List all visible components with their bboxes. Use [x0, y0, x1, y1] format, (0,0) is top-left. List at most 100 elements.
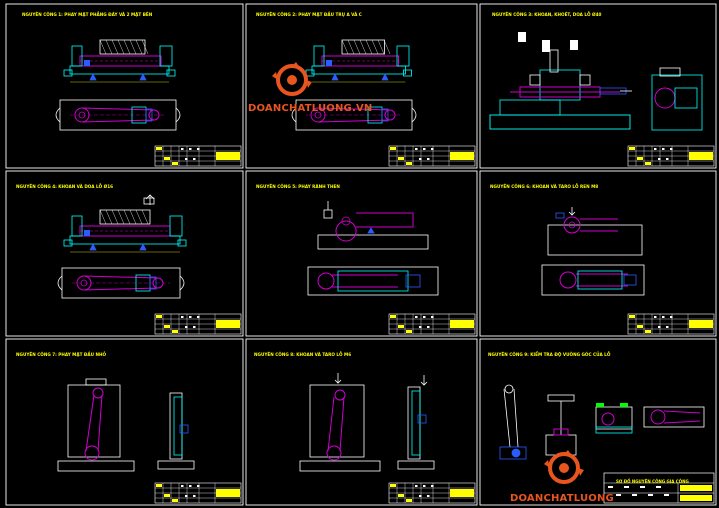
- title-block-text: [185, 158, 188, 160]
- sheet4-top-end-right: [179, 275, 185, 291]
- watermark-logo-icon: [272, 62, 312, 96]
- sheet5-fixture-base: [317, 234, 429, 250]
- title-block-text: [415, 485, 418, 487]
- sheet4-front-cutter: [99, 209, 151, 225]
- final-title-block-text: [640, 486, 645, 488]
- title-block-cell: [406, 330, 412, 333]
- sheet-title: NGUYÊN CÔNG 9: KIỂM TRA ĐỘ VUÔNG GÓC CỦA…: [488, 352, 611, 357]
- sheet-frame: [5, 338, 244, 506]
- title-block-text: [415, 148, 418, 150]
- sheet3-fixture-block: [499, 99, 561, 116]
- sheet4-front-cutter-hatch: [141, 209, 149, 225]
- sheet9-part: [553, 428, 569, 436]
- title-block-text: [654, 316, 657, 318]
- title-block-cell: [156, 147, 162, 150]
- title-block-text: [423, 485, 426, 487]
- title-block-text: [666, 158, 669, 160]
- title-block-text: [419, 495, 422, 497]
- title-block-cell: [390, 484, 396, 487]
- sheet1-front-foot-left: [63, 69, 73, 77]
- sheet6-clamp: [555, 212, 565, 219]
- sheet3-tool-left: [529, 74, 541, 86]
- sheet3-tool-right: [579, 74, 591, 86]
- title-block-text: [431, 485, 434, 487]
- sheet9-gauge-pivot: [504, 384, 514, 394]
- title-block-cell: [172, 499, 178, 502]
- sheet2-front-foot-right: [403, 69, 412, 77]
- sheet1-front-jaw-left: [71, 45, 83, 67]
- sheet9-accent: [596, 403, 604, 407]
- sheet3-spindle: [549, 49, 559, 73]
- sheet-frame: [5, 170, 244, 337]
- sheet1-front-locator-icon: [139, 73, 147, 81]
- sheet3-label-box: [542, 40, 550, 52]
- sheet7-cutter: [85, 378, 107, 386]
- final-title-block-text: [656, 486, 661, 488]
- sheet1-top-outline: [59, 99, 177, 131]
- sheet9-top-bar: [547, 394, 575, 402]
- sheet6-top-boss: [559, 271, 577, 289]
- title-block-text: [185, 495, 188, 497]
- title-block-text: [181, 485, 184, 487]
- sheet4-front-foot-right: [177, 239, 187, 247]
- sheet5-locator-icon: [367, 227, 375, 234]
- sheet7-side-clamp: [179, 424, 189, 434]
- sheet3-head: [539, 69, 581, 101]
- sheet6-top-clamp: [577, 270, 623, 290]
- sheet7-rod: [85, 394, 103, 452]
- sheet1-front-cutter-hatch: [129, 39, 137, 55]
- sheet1-top-locator: [145, 108, 153, 122]
- sheet6-drill-icon: [568, 207, 576, 216]
- title-block-cell: [398, 157, 404, 160]
- title-block-text: [181, 316, 184, 318]
- title-block-name-cell: [450, 489, 474, 497]
- watermark-logo-icon-bottom: [544, 450, 584, 484]
- title-block-text: [654, 148, 657, 150]
- sheet2-front-base: [311, 65, 406, 75]
- sheet9-right-boss: [601, 412, 615, 426]
- sheet7-side-part: [173, 396, 183, 456]
- final-title-block-text: [624, 486, 629, 488]
- title-block-text: [419, 158, 422, 160]
- sheet1-front-cutter-hatch: [99, 39, 107, 55]
- sheet4-front-locator-icon: [139, 243, 147, 251]
- title-block-text: [427, 495, 430, 497]
- sheet7-base: [57, 460, 135, 472]
- sheet2-front-cutter-hatch: [341, 39, 349, 55]
- title-block-cell: [398, 494, 404, 497]
- sheet4-top-outline: [61, 267, 181, 299]
- sheet5-part: [335, 212, 414, 242]
- sheet8-base: [299, 460, 381, 472]
- title-block-text: [197, 316, 200, 318]
- sheet3-bed: [489, 114, 631, 130]
- sheet2-front-cutter-hatch: [383, 39, 391, 55]
- sheet8-side-base: [397, 460, 435, 470]
- sheet7-big-end: [84, 445, 100, 461]
- sheet9-far-boss: [650, 409, 666, 425]
- final-title: SƠ ĐỒ NGUYÊN CÔNG GIA CÔNG: [616, 479, 689, 484]
- sheet2-front-cutter-hatch: [371, 39, 379, 55]
- sheet9-accent: [620, 403, 628, 407]
- sheet5-top-outline: [307, 266, 439, 296]
- sheet5-part-hole: [341, 216, 351, 226]
- title-block-cell: [164, 325, 170, 328]
- sheet4-top-rod: [83, 275, 159, 291]
- title-block-name-cell: [450, 152, 474, 160]
- sheet9-base-clamp: [499, 446, 527, 460]
- title-block-text: [189, 148, 192, 150]
- sheet2-front-locator-icon: [331, 73, 339, 81]
- sheet2-top-rod: [317, 107, 391, 123]
- sheet4-front-cutter-hatch: [123, 209, 131, 225]
- sheet-title: NGUYÊN CÔNG 1: PHAY MẶT PHẲNG ĐÁY VÀ 2 M…: [22, 12, 153, 17]
- sheet3-label-box: [518, 32, 526, 42]
- final-title-block-cell: [680, 495, 712, 501]
- sheet-frame: [479, 170, 717, 337]
- sheet8-side-drill-icon: [420, 375, 428, 386]
- sheet-frame: [5, 3, 244, 169]
- sheet8-big-end: [326, 445, 342, 461]
- title-block-text: [189, 316, 192, 318]
- title-block-text: [670, 148, 673, 150]
- title-block-cell: [645, 330, 651, 333]
- sheet-title: NGUYÊN CÔNG 6: KHOAN VÀ TARO LỖ REN M8: [490, 184, 599, 189]
- title-block-text: [431, 316, 434, 318]
